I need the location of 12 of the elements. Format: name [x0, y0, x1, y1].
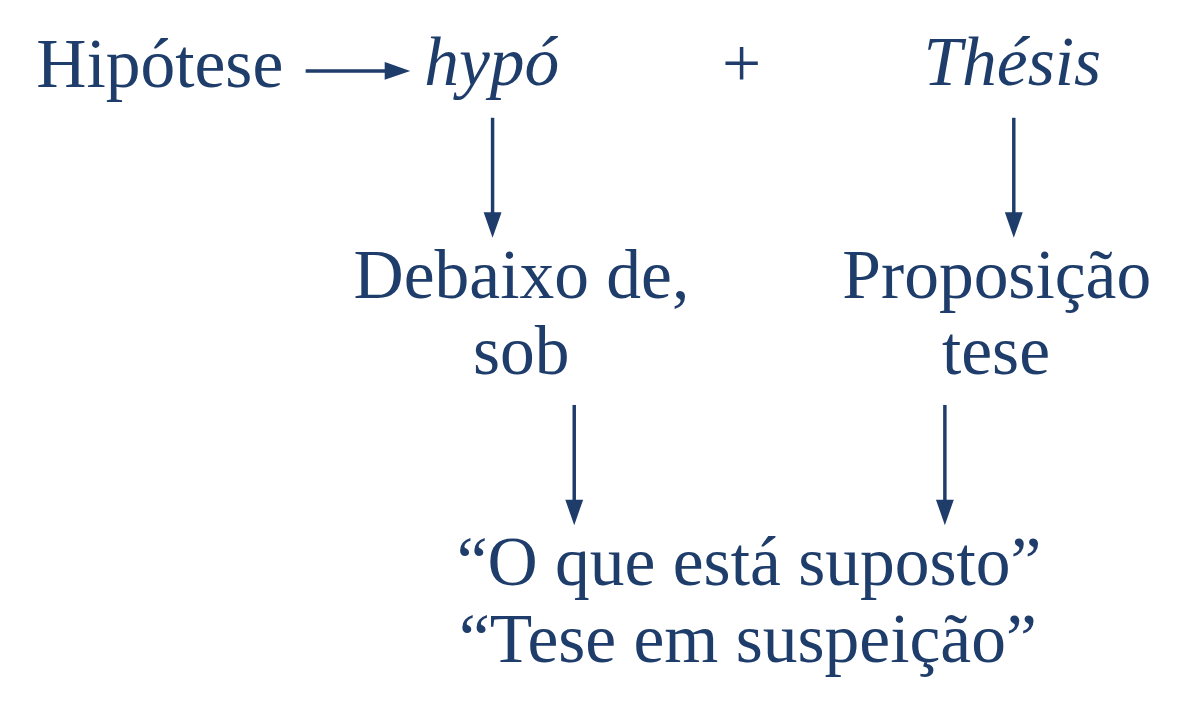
node-text: Hipótese: [36, 24, 284, 102]
node-text: hypó: [424, 22, 560, 100]
arrow: [483, 117, 502, 238]
node-text: Debaixo de, sob: [353, 235, 690, 389]
arrow: [565, 404, 584, 525]
label: +: [721, 24, 762, 102]
node-text: Proposição tese: [842, 235, 1152, 389]
arrow: [1004, 117, 1023, 238]
arrow: [935, 404, 954, 525]
arrow: [305, 61, 411, 80]
node-text: Thésis: [923, 22, 1102, 100]
node-text: “O que está suposto” “Tese em suspeição”: [456, 522, 1042, 677]
